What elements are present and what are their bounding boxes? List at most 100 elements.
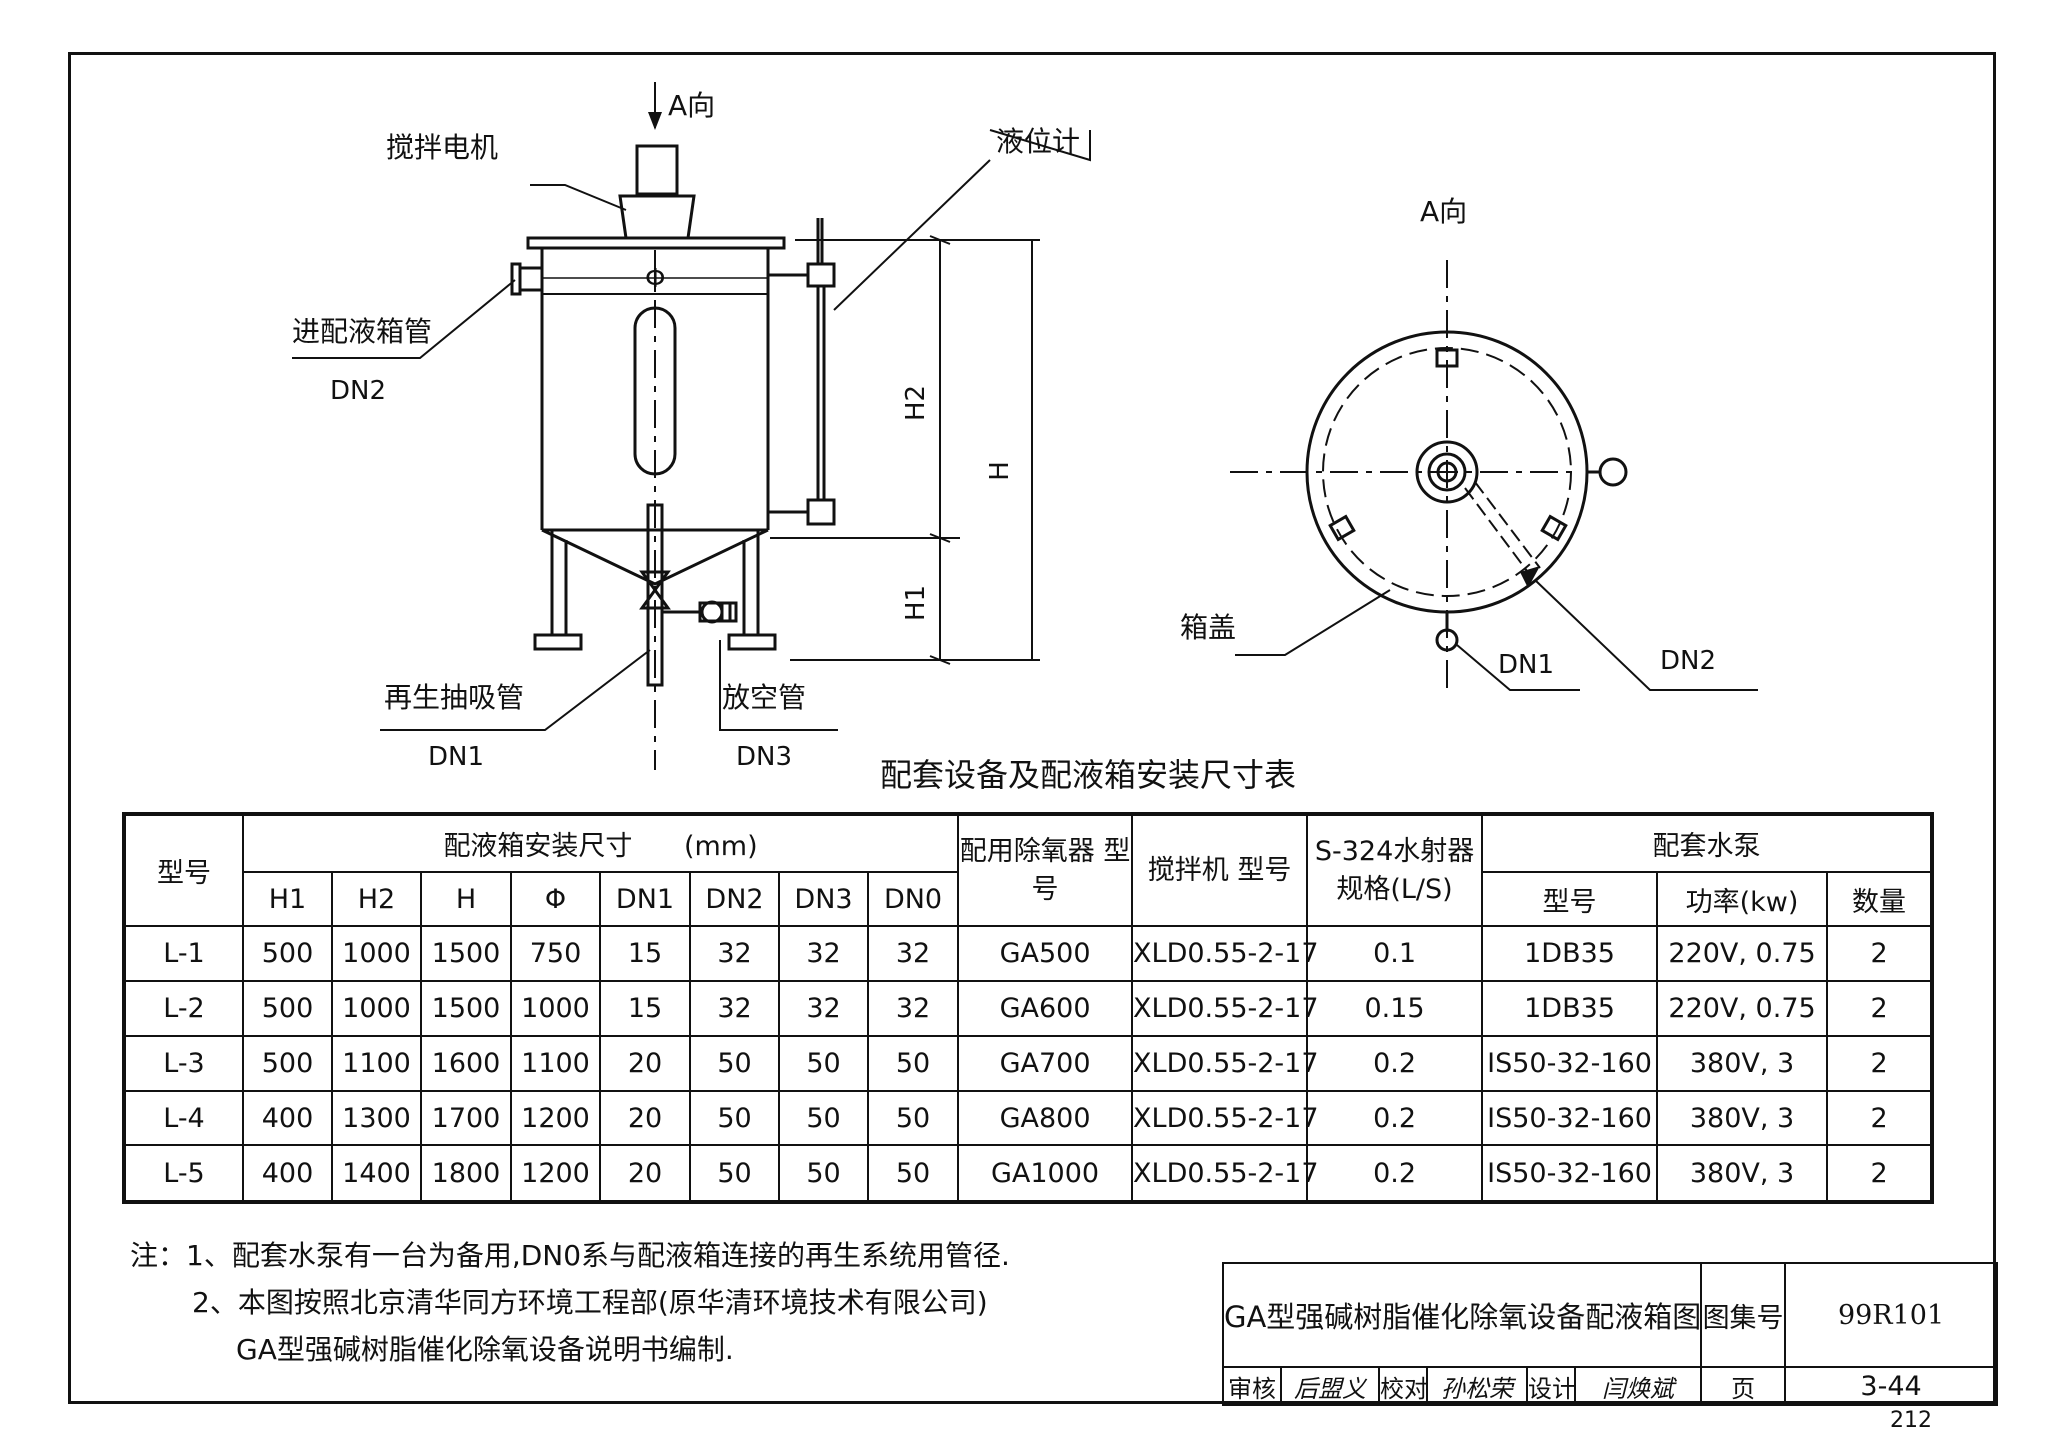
table-cell: 500 bbox=[242, 925, 333, 982]
table-title: 配套设备及配液箱安装尺寸表 bbox=[880, 756, 1297, 794]
table-row: L-4 400 1300 1700 1200 20 50 50 50 GA800… bbox=[123, 1089, 1934, 1147]
header-row-1: 型号 配液箱安装尺寸 (mm) 配用除氧器 型号 搅拌机 型号 S-324水射器… bbox=[123, 813, 1934, 927]
table-cell: 1000 bbox=[331, 925, 422, 982]
table-cell: XLD0.55-2-17 bbox=[1131, 1089, 1319, 1147]
table-cell: 1DB35 bbox=[1481, 925, 1659, 982]
table-cell: GA600 bbox=[957, 979, 1134, 1037]
table-cell: 50 bbox=[778, 1034, 869, 1092]
table-cell: 15 bbox=[599, 925, 691, 982]
table-cell: 20 bbox=[599, 1089, 691, 1147]
table-row: L-3 500 1100 1600 1100 20 50 50 50 GA700… bbox=[123, 1034, 1934, 1092]
level-gauge-label: 液位计 bbox=[996, 125, 1081, 158]
note-line-2: 2、本图按照北京清华同方环境工程部(原华清环境技术有限公司) bbox=[192, 1286, 988, 1319]
drawing-frame bbox=[68, 52, 1996, 1404]
table-cell: 0.15 bbox=[1306, 979, 1484, 1037]
table-cell: 1000 bbox=[510, 979, 601, 1037]
table-cell: 0.2 bbox=[1306, 1034, 1484, 1092]
table-cell: 2 bbox=[1826, 925, 1934, 982]
tank-lid-label: 箱盖 bbox=[1180, 611, 1237, 644]
table-cell: XLD0.55-2-17 bbox=[1131, 979, 1319, 1037]
table-cell: 2 bbox=[1826, 1034, 1934, 1092]
table-cell: 2 bbox=[1826, 1144, 1934, 1203]
design-signature: 闫焕斌 bbox=[1573, 1366, 1703, 1406]
table-row: L-5 400 1400 1800 1200 20 50 50 50 GA100… bbox=[123, 1144, 1934, 1203]
table-cell: L-3 bbox=[123, 1034, 244, 1092]
table-cell: IS50-32-160 bbox=[1481, 1144, 1659, 1203]
table-cell: 50 bbox=[689, 1144, 780, 1203]
title-block: GA型强碱树脂催化除氧设备配液箱图 图集号 99R101 审核 后盟义 校对 孙… bbox=[1221, 1262, 1999, 1406]
table-cell: GA800 bbox=[957, 1089, 1134, 1147]
a-direction-view-label: A向 bbox=[1420, 195, 1468, 228]
table-row: L-1 500 1000 1500 750 15 32 32 32 GA500 … bbox=[123, 925, 1934, 982]
header-row-2: H1 H2 H Φ DN1 DN2 DN3 DN0 型号 功率(kw) 数量 bbox=[124, 871, 1934, 927]
suction-pipe-label: 再生抽吸管 bbox=[384, 681, 525, 714]
suction-pipe-dn: DN1 bbox=[428, 742, 485, 772]
table-cell: 1DB35 bbox=[1481, 979, 1659, 1037]
header-mixer: 搅拌机 型号 bbox=[1131, 813, 1309, 927]
review-signature: 后盟义 bbox=[1280, 1366, 1380, 1406]
table-cell: 20 bbox=[599, 1034, 691, 1092]
table-cell: 15 bbox=[599, 979, 691, 1037]
header-pump-qty: 数量 bbox=[1826, 871, 1934, 927]
header-dn0: DN0 bbox=[866, 871, 960, 927]
table-cell: 1000 bbox=[331, 979, 422, 1037]
header-dn3: DN3 bbox=[778, 871, 869, 927]
table-cell: 1100 bbox=[331, 1034, 422, 1092]
table-cell: 50 bbox=[689, 1034, 780, 1092]
view-dn2-label: DN2 bbox=[1660, 646, 1717, 676]
table-cell: 1400 bbox=[331, 1144, 422, 1203]
check-signature: 孙松荣 bbox=[1426, 1366, 1528, 1406]
table-cell: 32 bbox=[866, 979, 960, 1037]
table-cell: 50 bbox=[689, 1089, 780, 1147]
table-cell: 1500 bbox=[420, 925, 512, 982]
table-cell: 50 bbox=[866, 1034, 960, 1092]
table-cell: 0.2 bbox=[1306, 1144, 1484, 1203]
header-h2: H2 bbox=[331, 871, 422, 927]
table-cell: 20 bbox=[599, 1144, 691, 1203]
table-cell: 380V, 3 bbox=[1656, 1144, 1829, 1203]
table-cell: 32 bbox=[689, 979, 780, 1037]
table-cell: 0.2 bbox=[1306, 1089, 1484, 1147]
header-dims-group: 配液箱安装尺寸 (mm) bbox=[241, 813, 960, 873]
inlet-pipe-label: 进配液箱管 bbox=[292, 315, 433, 348]
tank-plan-view bbox=[1230, 260, 1758, 691]
table-cell: 1700 bbox=[420, 1089, 512, 1147]
design-label: 设计 bbox=[1526, 1366, 1576, 1406]
table-cell: GA1000 bbox=[957, 1144, 1134, 1203]
a-direction-label-top: A向 bbox=[668, 89, 716, 122]
table-cell: 1800 bbox=[420, 1144, 512, 1203]
drain-pipe-dn: DN3 bbox=[736, 742, 793, 772]
header-dims-unit: (mm) bbox=[683, 831, 758, 862]
table-cell: IS50-32-160 bbox=[1481, 1089, 1659, 1147]
header-pump-group: 配套水泵 bbox=[1481, 813, 1934, 873]
phi-mark: Φ bbox=[645, 264, 666, 294]
table-cell: 1500 bbox=[420, 979, 512, 1037]
table-cell: 220V, 0.75 bbox=[1656, 979, 1829, 1037]
header-dn1: DN1 bbox=[599, 871, 691, 927]
tank-front-view bbox=[292, 82, 1091, 770]
mixer-motor-label: 搅拌电机 bbox=[386, 131, 499, 164]
table-cell: 1600 bbox=[420, 1034, 512, 1092]
atlas-number-label: 图集号 bbox=[1700, 1262, 1787, 1368]
table-cell: L-5 bbox=[123, 1144, 244, 1203]
table-cell: 50 bbox=[866, 1089, 960, 1147]
table-cell: 32 bbox=[778, 979, 869, 1037]
table-cell: 380V, 3 bbox=[1656, 1089, 1829, 1147]
table-cell: 2 bbox=[1826, 979, 1934, 1037]
table-cell: 400 bbox=[242, 1144, 333, 1203]
table-cell: GA700 bbox=[957, 1034, 1134, 1092]
dimension-h1: H1 bbox=[901, 584, 932, 622]
table-cell: 500 bbox=[242, 1034, 333, 1092]
table-cell: L-1 bbox=[123, 925, 244, 982]
header-phi: Φ bbox=[510, 871, 601, 927]
notes: 注：1、配套水泵有一台为备用,DN0系与配液箱连接的再生系统用管径. 2、本图按… bbox=[130, 1232, 1010, 1373]
table-cell: 1100 bbox=[510, 1034, 601, 1092]
table-cell: 1300 bbox=[331, 1089, 422, 1147]
dimension-h2: H2 bbox=[901, 384, 932, 422]
spec-table: 型号 配液箱安装尺寸 (mm) 配用除氧器 型号 搅拌机 型号 S-324水射器… bbox=[122, 812, 1935, 1204]
header-h1: H1 bbox=[242, 871, 333, 927]
header-pump-model: 型号 bbox=[1481, 871, 1659, 927]
page-number: 3-44 bbox=[1784, 1366, 1999, 1406]
table-cell: 50 bbox=[778, 1144, 869, 1203]
